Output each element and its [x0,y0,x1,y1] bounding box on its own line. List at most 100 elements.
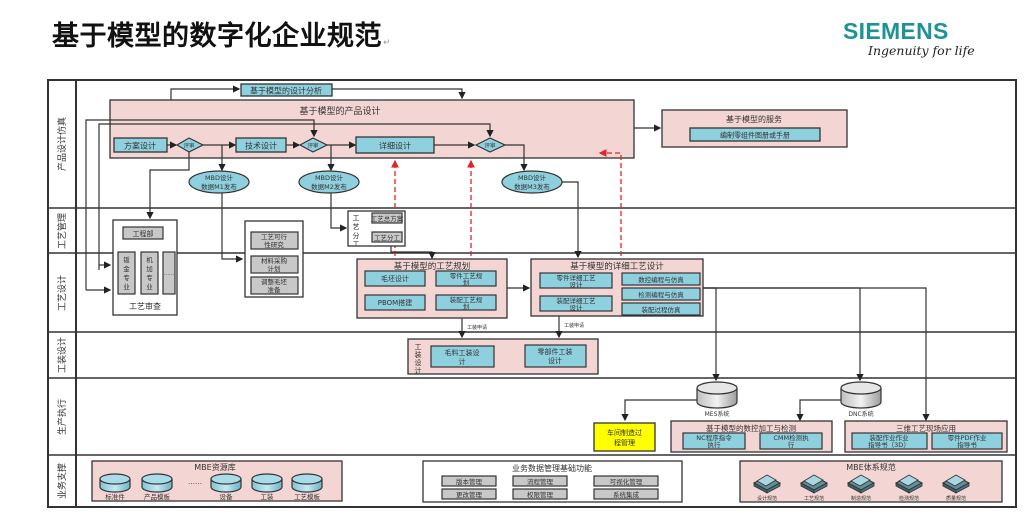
basic-function-item[interactable]: 系统集成 [593,488,659,500]
resource-db[interactable]: 设备 [210,473,242,501]
svg-text:MBD设计: MBD设计 [315,173,344,182]
resource-label: 设备 [220,492,234,501]
lane-label-process-mgmt: 工艺管理 [56,213,68,249]
design-analysis-box[interactable]: 基于模型的设计分析 [240,83,333,97]
model-based-service-group[interactable]: 基于模型的服务 编制零组件图册或手册 [661,109,848,148]
svg-text:DNC系统: DNC系统 [848,410,873,418]
spec-item[interactable]: 制造规范 [846,474,876,502]
svg-text:工艺审查: 工艺审查 [129,301,161,311]
svg-text:MBE资源库: MBE资源库 [194,462,235,472]
svg-text:基于模型的详细工艺设计: 基于模型的详细工艺设计 [570,261,664,272]
process-planning-group[interactable]: 基于模型的工艺规划 毛坯设计 零件工艺规划 PBOM搭建 装配工艺规划 [356,258,508,319]
release-m1[interactable]: MBD设计 数据M1发布 [188,170,250,194]
mes-system-db[interactable]: MES系统 [696,381,738,418]
basic-function-label: 系统集成 [613,490,640,499]
step-scheme-design[interactable]: 方案设计 [113,137,168,153]
basic-function-item[interactable]: 权限管理 [512,488,568,500]
basic-function-item[interactable]: 流程管理 [512,475,568,487]
lane-frame [47,79,1017,508]
svg-text:MBE体系规范: MBE体系规范 [846,462,895,472]
svg-text:方案设计: 方案设计 [124,141,156,151]
svg-text:技术设计: 技术设计 [245,141,277,151]
svg-text:三维工艺现场应用: 三维工艺现场应用 [896,423,956,433]
logo-tagline: Ingenuity for life [868,43,975,58]
svg-text:评审: 评审 [183,142,195,150]
feedback-arrows [391,149,622,256]
basic-function-item[interactable]: 更改管理 [441,488,497,500]
basic-function-item[interactable]: 版本管理 [441,475,497,487]
svg-text:NC程序指令执行: NC程序指令执行 [696,433,732,449]
basic-function-item[interactable]: 可视化管理 [593,475,659,487]
page-title: 基于模型的数字化企业规范↵ [52,21,392,52]
spec-item[interactable]: 设计规范 [752,474,782,502]
svg-text:零件工艺规划: 零件工艺规划 [450,271,483,287]
lane-labels: 产品设计仿真 工艺管理 工艺设计 工装设计 生产执行 业务支撑 [56,117,68,499]
onsite-3d-application-group[interactable]: 三维工艺现场应用 装配作业作业指导书（3D） 零件PDF作业指导书 [844,420,1008,453]
svg-text:MES系统: MES系统 [705,410,730,418]
tooling-request-note-2: 工装申请 [564,322,584,329]
spec-label: 工艺规范 [804,495,824,502]
svg-text:车间制造过程管理: 车间制造过程管理 [607,428,642,447]
process-division-group[interactable]: 工艺分工 工艺总方案 工艺分工 [347,210,406,248]
svg-text:数控编程与仿真: 数控编程与仿真 [638,275,684,284]
lane-label-process-design: 工艺设计 [56,275,68,311]
step-technical-design[interactable]: 技术设计 [235,137,287,153]
resource-label: 工装 [261,492,275,501]
svg-text:机加专业: 机加专业 [146,255,153,291]
svg-text:材料采购计划: 材料采购计划 [261,256,288,273]
dnc-system-db[interactable]: DNC系统 [840,381,882,418]
resource-db[interactable]: 工装 [251,473,283,501]
release-m2[interactable]: MBD设计 数据M2发布 [298,170,360,194]
svg-text:基于模型的服务: 基于模型的服务 [726,114,782,124]
spec-item[interactable]: 工艺规范 [799,474,829,502]
process-review-group[interactable]: 工程部 钣金专业 机加专业 …… 工艺审查 [112,219,178,316]
spec-label: 检测规范 [899,495,919,502]
svg-text:工装设计: 工装设计 [415,343,422,375]
svg-text:工艺分工: 工艺分工 [353,214,360,248]
workshop-process-mgmt[interactable]: 车间制造过程管理 [593,422,656,452]
svg-text:评审: 评审 [484,142,496,150]
resource-db[interactable]: 标准件 [99,473,131,501]
detail-process-design-group[interactable]: 基于模型的详细工艺设计 零件详细工艺设计 装配详细工艺设计 数控编程与仿真 检测… [530,258,704,317]
basic-function-label: 更改管理 [456,490,483,499]
logo-brand: SIEMENS [843,18,949,44]
svg-text:工艺总方案: 工艺总方案 [371,214,404,223]
svg-text:装配详细工艺设计: 装配详细工艺设计 [557,296,597,312]
lane-label-product-design: 产品设计仿真 [56,117,68,171]
svg-text:业务数据管理基础功能: 业务数据管理基础功能 [512,463,592,473]
spec-item[interactable]: 质量规范 [941,474,971,502]
svg-text:工程部: 工程部 [133,229,154,238]
svg-text:零件PDF作业指导书: 零件PDF作业指导书 [948,433,987,449]
resource-label: 工艺模板 [294,492,321,501]
spec-list: 设计规范工艺规范 制造规范检测规范 质量规范 [752,474,971,502]
resource-db[interactable]: 产品模板 [141,473,173,501]
svg-text:检测编程与仿真: 检测编程与仿真 [638,290,684,299]
tooling-request-note-1: 工装申请 [467,324,487,331]
svg-text:……: …… [164,271,174,277]
step-detail-design[interactable]: 详细设计 [355,136,435,154]
spec-label: 质量规范 [946,495,966,502]
svg-text:装配工艺规划: 装配工艺规划 [450,295,483,311]
lane-label-tooling-design: 工装设计 [56,337,68,373]
resource-label: 标准件 [105,492,125,501]
svg-text:钣金专业: 钣金专业 [123,255,130,291]
release-m3[interactable]: MBD设计 数据M3发布 [501,170,563,194]
spec-item[interactable]: 检测规范 [894,474,924,502]
svg-text:工艺分工: 工艺分工 [374,233,401,242]
siemens-logo: SIEMENS Ingenuity for life [843,18,975,58]
svg-text:基于模型的数控加工与检测: 基于模型的数控加工与检测 [706,423,796,433]
svg-text:数据M1发布: 数据M1发布 [201,182,237,191]
tooling-design-group[interactable]: 工装设计 毛料工装设计 零部件工装设计 [407,338,599,375]
feasibility-group[interactable]: 工艺可行性研究 材料采购计划 调整毛坯准备 [244,220,304,298]
svg-text:基于模型的工艺规划: 基于模型的工艺规划 [394,261,471,272]
resource-db-list: 标准件 产品模板 …… 设备 工装 工艺模板 [99,473,323,501]
svg-text:装配过程仿真: 装配过程仿真 [642,305,682,314]
svg-text:CMM检测执行: CMM检测执行 [773,433,809,449]
resource-ellipsis: …… [188,478,202,486]
svg-text:……: …… [188,478,202,486]
resource-db[interactable]: 工艺模板 [291,473,323,501]
nc-machining-group[interactable]: 基于模型的数控加工与检测 NC程序指令执行 CMM检测执行 [670,420,833,453]
svg-text:零部件工装设计: 零部件工装设计 [538,347,573,365]
